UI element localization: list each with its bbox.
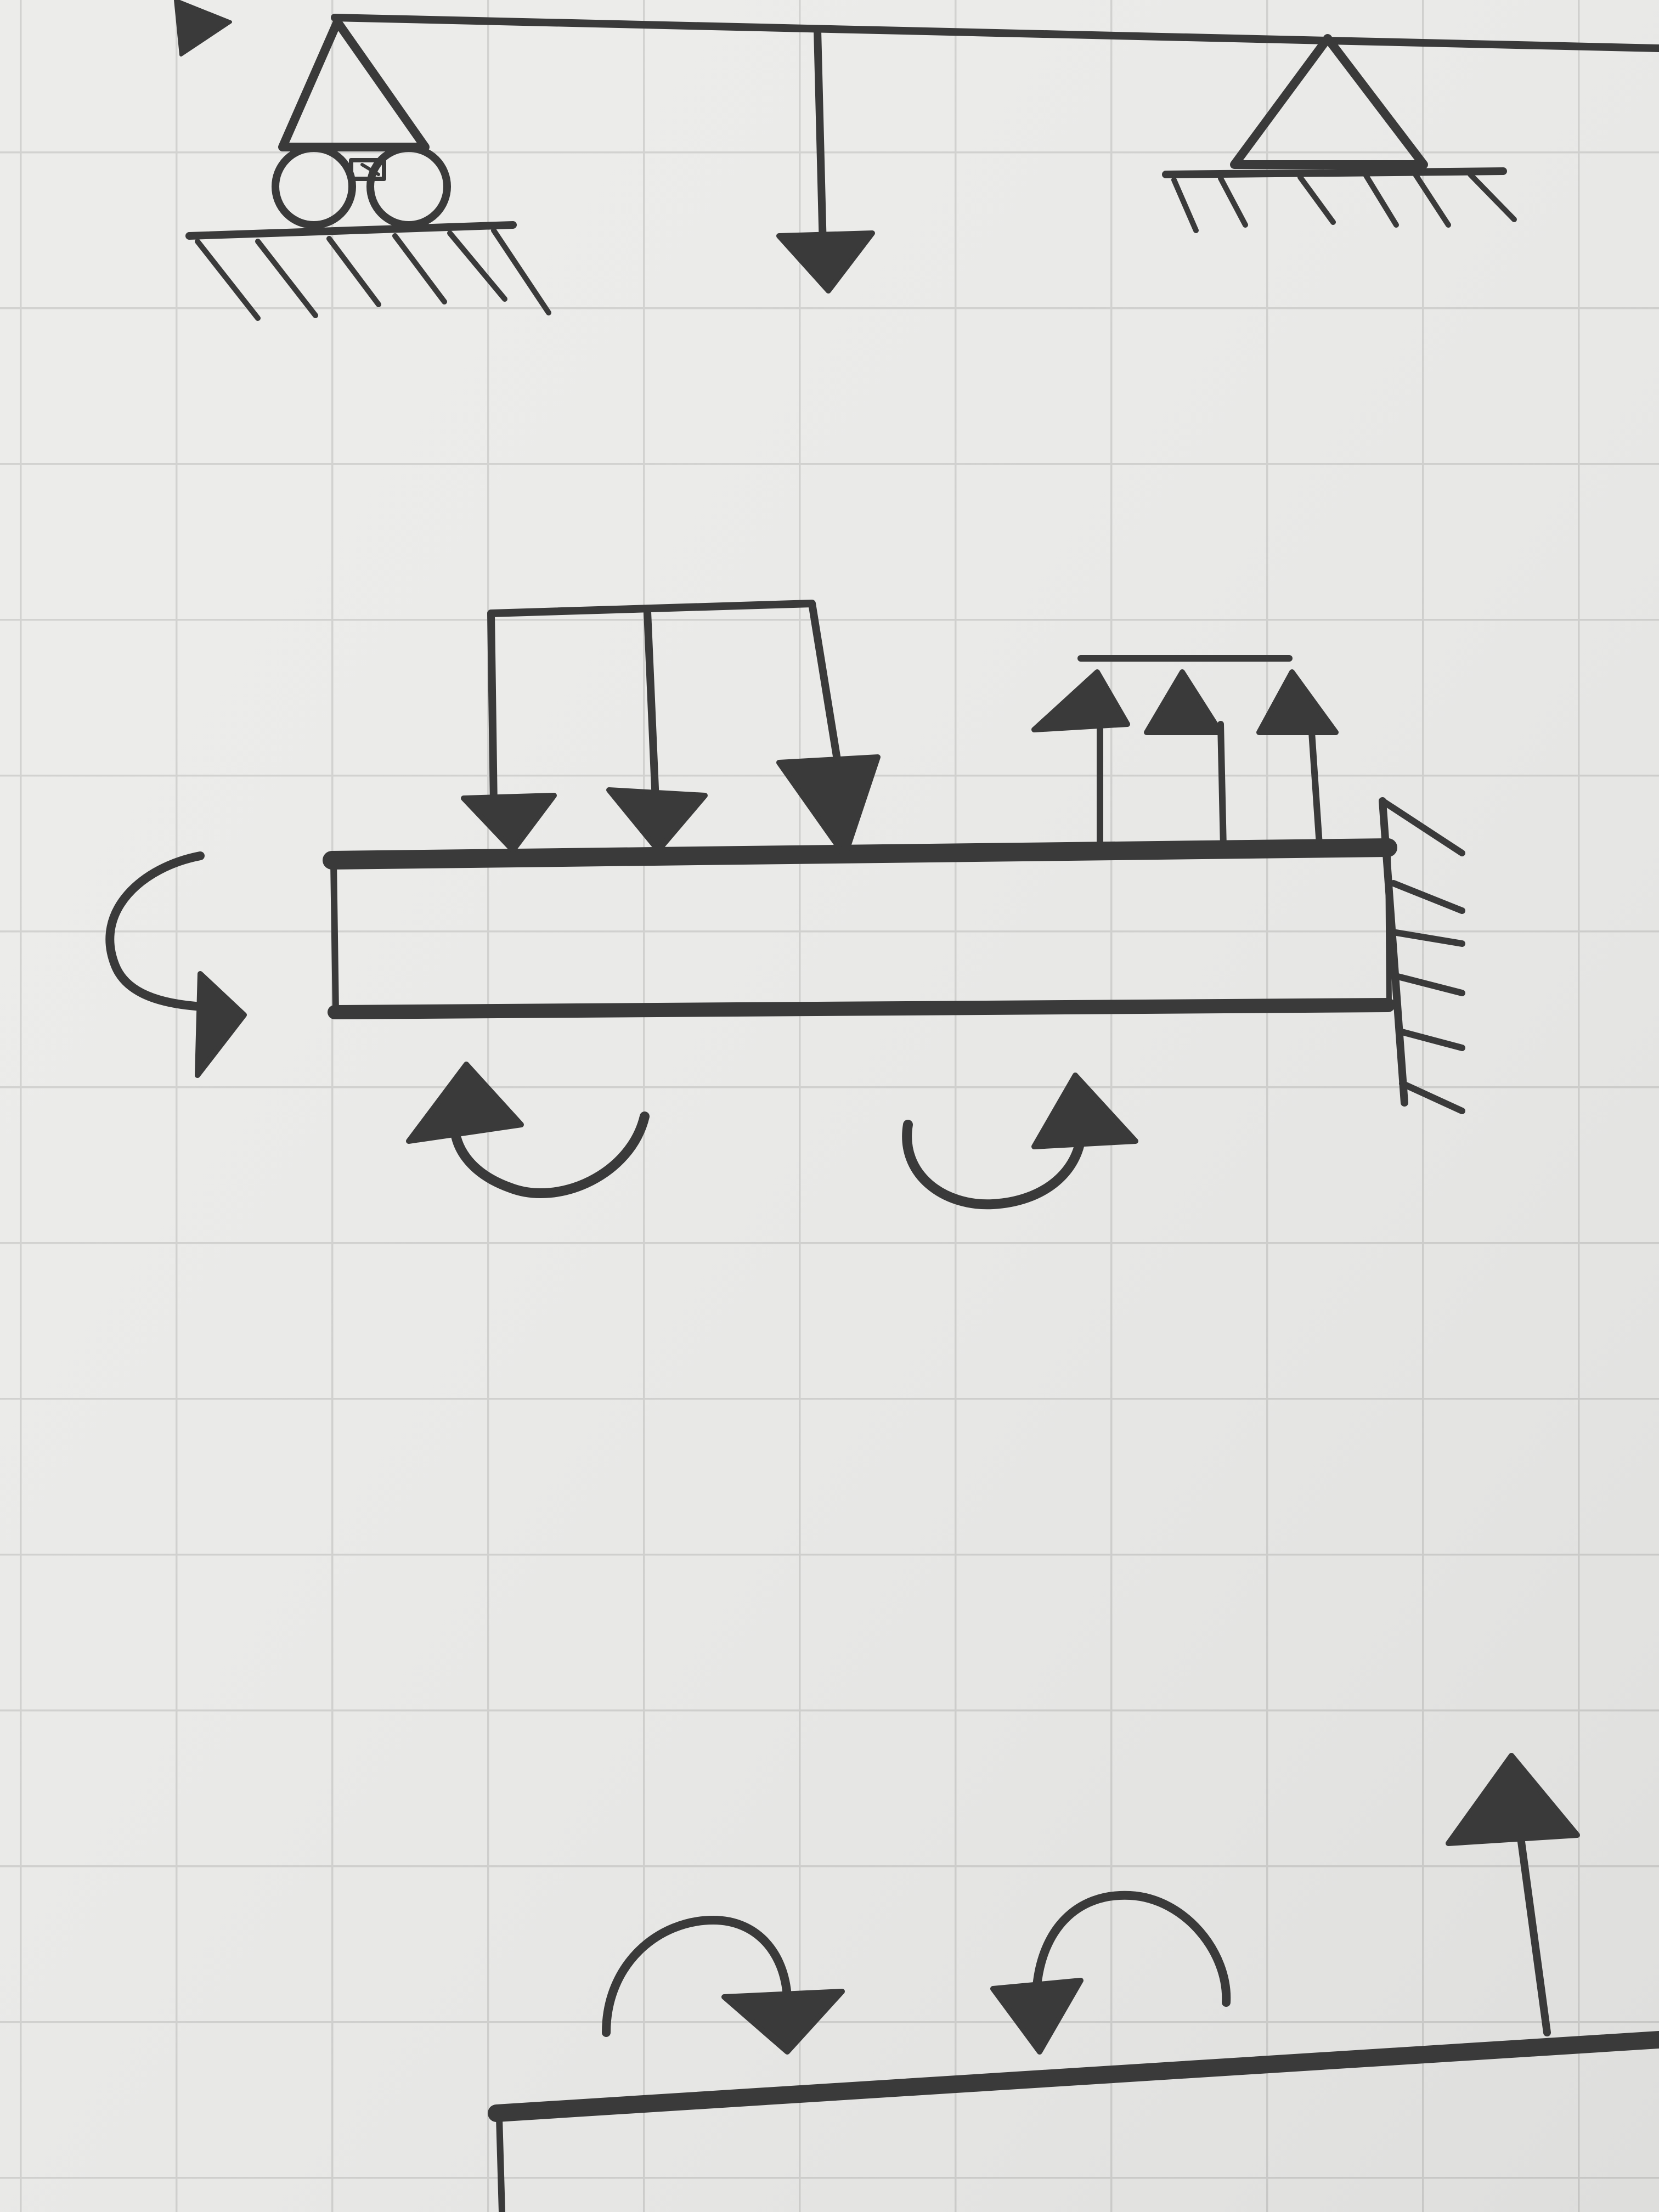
- figure-simply-supported-beam: [174, 0, 1659, 321]
- distributed-load-down: [461, 600, 881, 859]
- point-load-up: [1446, 1753, 1580, 2036]
- end-moment: [105, 851, 247, 1078]
- beam-top-edge: [488, 2031, 1659, 2122]
- beam-left-edge: [496, 2114, 505, 2212]
- moment-counterclockwise: [406, 1062, 650, 1198]
- moment-clockwise: [902, 1073, 1138, 1210]
- figure-partial-beam: [488, 1753, 1659, 2212]
- pin-support: [1162, 34, 1517, 233]
- moment-counterclockwise: [990, 1891, 1231, 2055]
- roller-support: [185, 18, 551, 321]
- point-load-down: [776, 26, 875, 294]
- distributed-load-up: [1031, 655, 1339, 851]
- moment-clockwise: [602, 1916, 845, 2055]
- beam-line: [331, 14, 1659, 52]
- applied-moment-arrowhead: [174, 0, 232, 57]
- fixed-support: [1379, 797, 1465, 1114]
- figure-cantilever-beam: [105, 600, 1465, 1210]
